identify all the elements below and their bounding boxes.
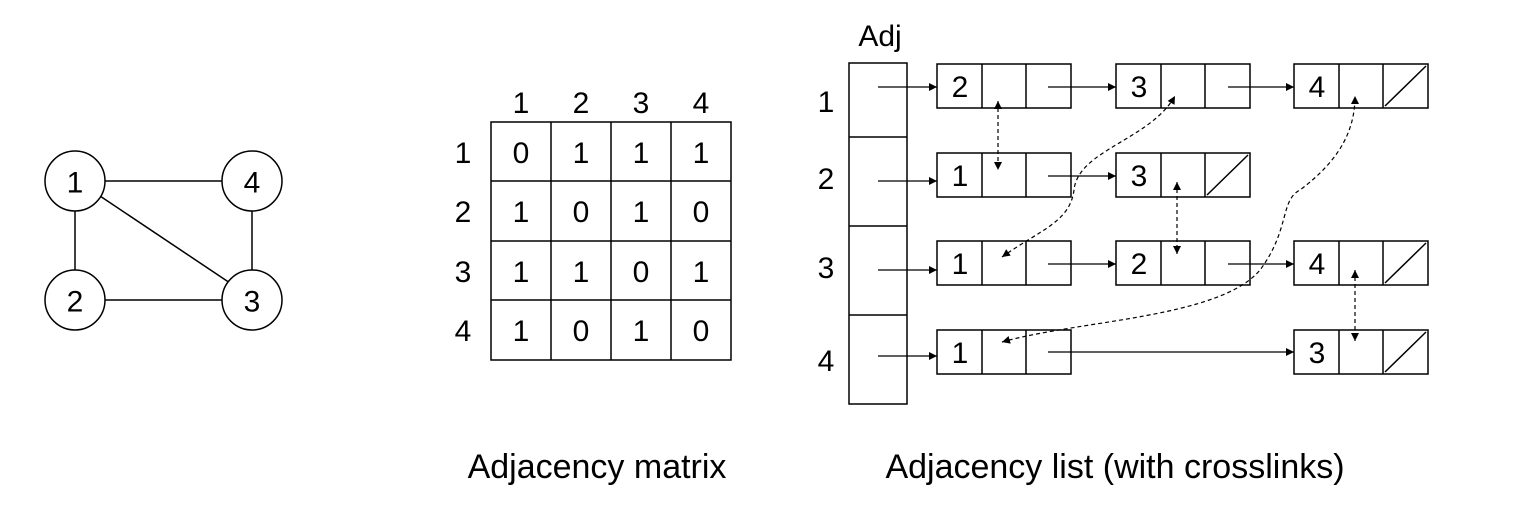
matrix-cell: 1 — [633, 196, 650, 229]
matrix-row-header: 2 — [455, 196, 472, 229]
matrix-cell: 0 — [633, 256, 650, 289]
list-node-value: 2 — [952, 71, 969, 104]
null-slash — [1206, 154, 1249, 196]
matrix-col-header: 2 — [573, 87, 590, 120]
matrix-cell: 1 — [693, 137, 710, 170]
list-node-value: 3 — [1131, 160, 1148, 193]
matrix-cell: 0 — [693, 315, 710, 348]
matrix-caption: Adjacency matrix — [468, 448, 727, 486]
graph-node-1 — [44, 150, 106, 212]
list-node-value: 4 — [1309, 248, 1326, 281]
graph-node-4 — [221, 150, 283, 212]
null-slash — [1384, 65, 1427, 107]
list-node — [1293, 63, 1429, 109]
next-pointers — [1048, 83, 1294, 356]
adjacency-list: Adj 1 2 3 4 — [818, 20, 1429, 486]
graph-edge-1-3 — [99, 195, 231, 284]
graph-node-3 — [221, 269, 283, 331]
matrix-cell: 0 — [573, 315, 590, 348]
graph — [44, 150, 283, 331]
adj-array — [848, 62, 908, 405]
matrix-row-headers: 1 2 3 4 — [455, 137, 472, 348]
crosslinks — [994, 95, 1359, 344]
graph-node-label-3: 3 — [244, 286, 261, 319]
list-node-value: 2 — [1131, 248, 1148, 281]
matrix-cell: 1 — [513, 315, 530, 348]
adj-row-label: 1 — [818, 86, 835, 119]
matrix-col-headers: 1 2 3 4 — [513, 87, 710, 120]
matrix-grid — [490, 121, 732, 361]
list-node-value: 4 — [1309, 71, 1326, 104]
adj-row-labels: 1 2 3 4 — [818, 86, 835, 378]
matrix-row-header: 1 — [455, 137, 472, 170]
list-node-value: 1 — [952, 248, 969, 281]
list-node-value: 1 — [952, 337, 969, 370]
matrix-col-header: 1 — [513, 87, 530, 120]
list-node-value: 1 — [952, 160, 969, 193]
graph-node-label-4: 4 — [244, 167, 261, 200]
crosslink-1-4 — [1001, 95, 1359, 344]
graph-node-2 — [44, 269, 106, 331]
null-slash — [1384, 242, 1427, 284]
matrix-cell: 1 — [573, 256, 590, 289]
matrix-cell: 0 — [693, 196, 710, 229]
matrix-cell: 1 — [513, 196, 530, 229]
matrix-row-header: 3 — [455, 256, 472, 289]
graph-node-label-2: 2 — [67, 286, 84, 319]
adj-pointers — [878, 83, 937, 360]
matrix-cell: 1 — [573, 137, 590, 170]
list-node-values: 2 3 4 1 3 1 2 4 1 3 — [952, 71, 1326, 370]
matrix-cell: 0 — [513, 137, 530, 170]
list-node-value: 3 — [1131, 71, 1148, 104]
matrix-col-header: 3 — [633, 87, 650, 120]
matrix-cell: 1 — [513, 256, 530, 289]
matrix-cell: 0 — [573, 196, 590, 229]
graph-node-label-1: 1 — [67, 167, 84, 200]
adj-row-label: 3 — [818, 252, 835, 285]
matrix-cell: 1 — [633, 315, 650, 348]
matrix-cell: 1 — [693, 256, 710, 289]
adjlist-caption: Adjacency list (with crosslinks) — [885, 448, 1344, 486]
matrix-row-header: 4 — [455, 315, 472, 348]
adj-header: Adj — [858, 20, 901, 53]
null-slash — [1384, 331, 1427, 373]
adjacency-matrix: 1 2 3 4 1 2 3 4 0 1 1 1 1 0 1 0 1 1 0 1 … — [455, 87, 732, 486]
list-node-value: 3 — [1309, 337, 1326, 370]
list-node-boxes — [936, 63, 1429, 375]
adj-row-label: 2 — [818, 163, 835, 196]
matrix-cell: 1 — [633, 137, 650, 170]
matrix-cells: 0 1 1 1 1 0 1 0 1 1 0 1 1 0 1 0 — [513, 137, 710, 348]
graph-labels: 1 4 2 3 — [67, 167, 261, 319]
adj-row-label: 4 — [818, 345, 835, 378]
matrix-col-header: 4 — [693, 87, 710, 120]
